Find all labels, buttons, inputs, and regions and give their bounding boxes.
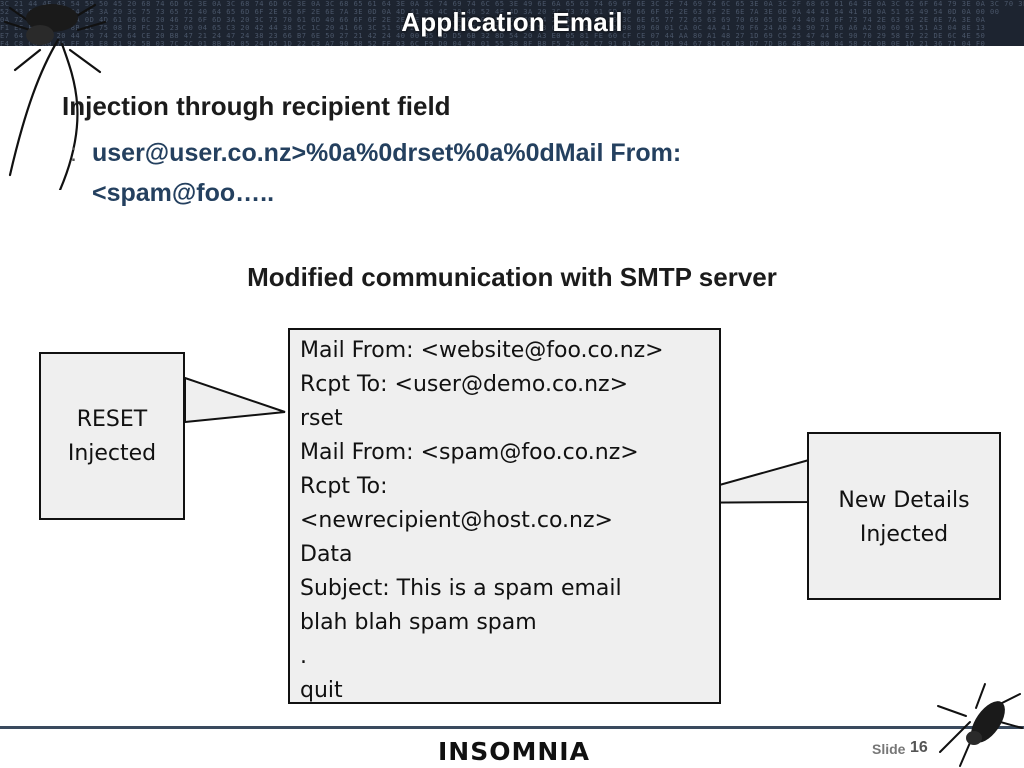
slide-title: Application Email (401, 7, 623, 37)
smtp-line: blah blah spam spam (300, 610, 537, 635)
bullet-text: user@user.co.nz>%0a%0drset%0a%0dMail Fro… (92, 139, 682, 207)
smtp-line: Rcpt To: (300, 474, 388, 499)
new-details-callout-line1: New Details (838, 488, 970, 513)
footer-divider (0, 726, 1024, 729)
hex-dump-background: 3C 21 44 4F 43 54 59 50 45 20 68 74 6D 6… (0, 0, 1024, 46)
reset-callout-line2: Injected (67, 441, 157, 466)
cockroach-icon (3, 3, 107, 190)
header-banner: 3C 21 44 4F 43 54 59 50 45 20 68 74 6D 6… (0, 0, 1024, 46)
slide-number: 16 (910, 739, 928, 756)
smtp-line: Subject: This is a spam email (300, 576, 622, 601)
smtp-line: quit (300, 678, 343, 703)
reset-callout-text: RESET Injected (41, 403, 183, 471)
reset-injected-callout: RESET Injected (39, 352, 185, 520)
new-details-injected-callout: New Details Injected (807, 432, 1001, 600)
section-heading: Modified communication with SMTP server (247, 262, 777, 292)
subtitle: Injection through recipient field (62, 91, 451, 121)
bullet-marker: : (70, 139, 77, 167)
smtp-communication-box: Mail From: <website@foo.co.nz> Rcpt To: … (288, 328, 721, 704)
smtp-line: Mail From: <website@foo.co.nz> (300, 338, 664, 363)
slide-label: Slide (872, 741, 906, 757)
smtp-line: rset (300, 406, 343, 431)
new-details-callout-line2: Injected (859, 522, 949, 547)
smtp-line: Data (300, 542, 353, 567)
cockroach-icon (937, 683, 1023, 767)
new-details-callout-text: New Details Injected (809, 484, 999, 552)
smtp-line: Mail From: <spam@foo.co.nz> (300, 440, 639, 465)
smtp-line: Rcpt To: <user@demo.co.nz> (300, 372, 629, 397)
reset-callout-line1: RESET (76, 407, 148, 432)
smtp-line: <newrecipient@host.co.nz> (300, 508, 613, 533)
smtp-line: . (300, 644, 307, 669)
insomnia-logo: INSOMNIA (438, 737, 590, 766)
